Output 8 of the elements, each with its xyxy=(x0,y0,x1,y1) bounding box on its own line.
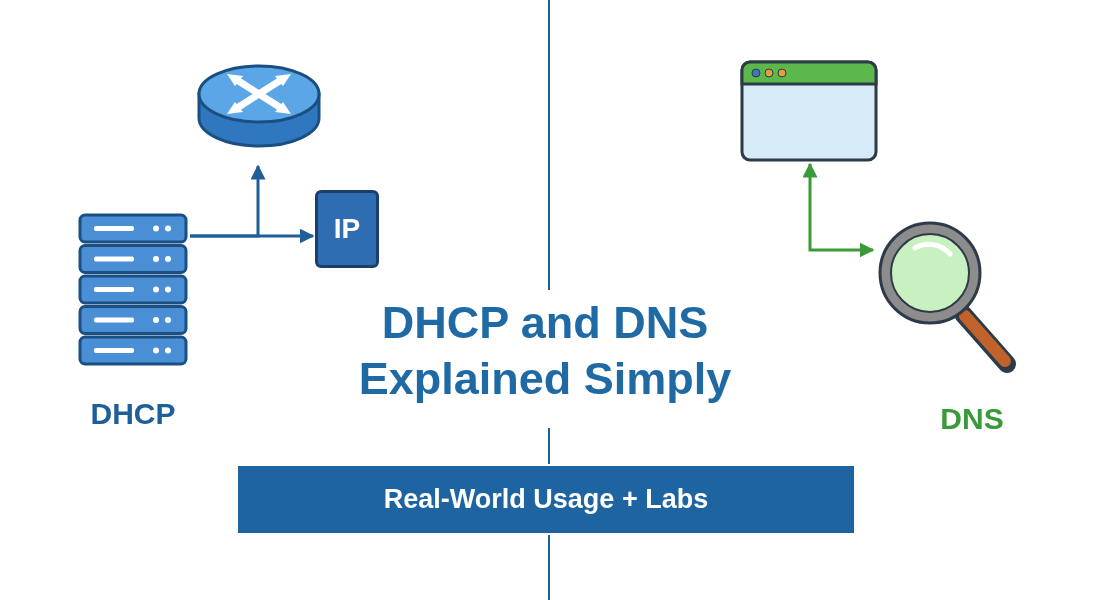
server-rack-icon xyxy=(78,213,188,367)
arrow xyxy=(802,162,875,258)
ip-tile: IP xyxy=(315,190,379,268)
arrow xyxy=(190,228,315,244)
caption-label: DHCP xyxy=(90,395,176,432)
caption-label: DNS xyxy=(940,400,1004,437)
browser-window-icon xyxy=(740,60,878,162)
subtitle-banner: Real-World Usage + Labs xyxy=(238,466,854,533)
